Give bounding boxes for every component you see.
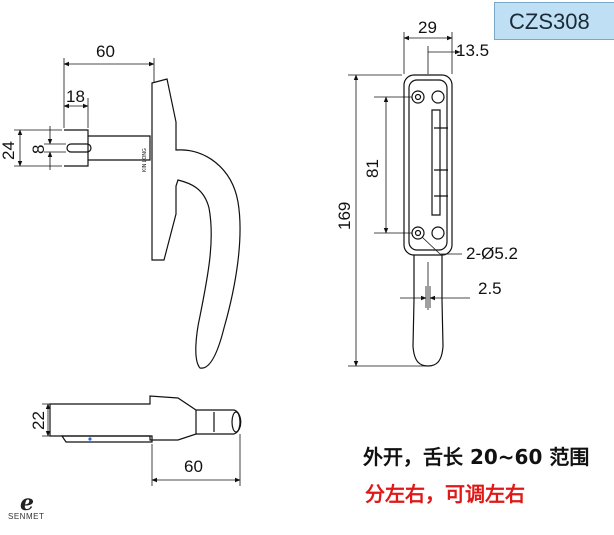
dim-side-height: 24 xyxy=(0,141,18,160)
dim-side-width: 60 xyxy=(96,42,115,61)
dim-front-base-width: 29 xyxy=(418,18,437,37)
side-tongue xyxy=(64,129,89,167)
front-base-plate xyxy=(403,74,453,256)
front-spindle xyxy=(413,255,443,300)
side-handle xyxy=(151,78,241,369)
dim-hole-spacing: 81 xyxy=(363,159,382,178)
dim-spindle: 2.5 xyxy=(478,279,502,298)
bottom-base xyxy=(60,435,153,443)
bottom-view xyxy=(49,395,242,443)
side-shaft xyxy=(88,135,151,161)
front-hole-top xyxy=(411,90,425,104)
dim-front-offset: 13.5 xyxy=(456,41,489,60)
caption-line-1: 外开，舌长 20~60 范围 xyxy=(363,445,590,469)
side-tongue-slot xyxy=(66,143,92,153)
dim-total-length: 169 xyxy=(335,202,354,230)
front-handle-blade xyxy=(412,299,444,367)
bottom-body xyxy=(49,395,242,441)
front-dimensions xyxy=(348,32,470,367)
dim-bottom-thickness: 22 xyxy=(29,411,48,430)
product-code-badge: CZS308 xyxy=(494,2,614,40)
side-view: KIN LONG xyxy=(64,78,241,369)
bottom-dimensions xyxy=(42,403,241,486)
dim-side-slot: 8 xyxy=(29,145,48,154)
dim-side-tongue: 18 xyxy=(66,87,85,106)
engraving-label: KIN LONG xyxy=(142,148,148,172)
logo-text: SENMET xyxy=(8,512,45,521)
front-view xyxy=(403,74,453,367)
logo-letter: e xyxy=(20,490,34,516)
side-dimensions xyxy=(14,58,155,170)
caption-line-2: 分左右，可调左右 xyxy=(365,482,525,506)
dim-holes: 2-Ø5.2 xyxy=(466,244,518,263)
dim-bottom-length: 60 xyxy=(184,457,203,476)
brand-logo: e SENMET xyxy=(8,490,68,528)
front-base-inner xyxy=(408,79,448,251)
